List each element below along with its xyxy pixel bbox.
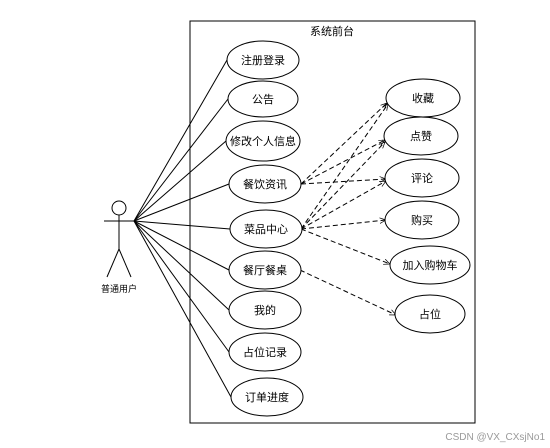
- usecase-like: [383, 116, 459, 156]
- actor-label: 普通用户: [101, 283, 137, 295]
- usecase-label: 点赞: [410, 130, 432, 143]
- usecase-buy: [384, 200, 460, 240]
- usecase-label: 订单进度: [245, 390, 289, 404]
- usecase-seat: [394, 294, 466, 334]
- usecase-order-progress: [230, 377, 304, 417]
- usecase-label: 餐厅餐桌: [243, 263, 287, 277]
- relationship-arrows: [299, 103, 396, 316]
- usecase-comment: [384, 158, 460, 198]
- watermark-text: CSDN @VX_CXsjNo1: [445, 432, 545, 443]
- actor-figure: [104, 200, 134, 278]
- usecase-restaurant-table: [228, 250, 302, 290]
- system-boundary: [189, 20, 476, 424]
- system-title: 系统前台: [310, 24, 354, 38]
- usecase-label: 评论: [411, 171, 433, 185]
- usecase-announcement: [227, 80, 299, 118]
- usecase-label: 占位: [419, 307, 441, 321]
- usecase-label: 加入购物车: [403, 258, 458, 272]
- usecase-label: 菜品中心: [244, 223, 288, 236]
- usecase-dish-center: [229, 209, 303, 249]
- usecase-seat-records: [228, 332, 302, 372]
- usecase-dining-news: [228, 164, 302, 204]
- usecase-label: 购买: [411, 213, 433, 227]
- usecase-label: 我的: [254, 303, 276, 317]
- usecase-add-to-cart: [389, 245, 471, 285]
- usecase-label: 注册登录: [241, 53, 285, 67]
- usecase-label: 收藏: [412, 91, 434, 105]
- usecase-label: 占位记录: [243, 345, 287, 359]
- usecase-mine: [228, 290, 302, 330]
- actor-associations: [133, 59, 232, 398]
- usecase-label: 公告: [252, 93, 274, 106]
- usecase-label: 餐饮资讯: [243, 177, 287, 191]
- usecase-label: 修改个人信息: [230, 134, 296, 148]
- usecase-edit-profile: [225, 120, 301, 162]
- usecase-register-login: [226, 40, 300, 80]
